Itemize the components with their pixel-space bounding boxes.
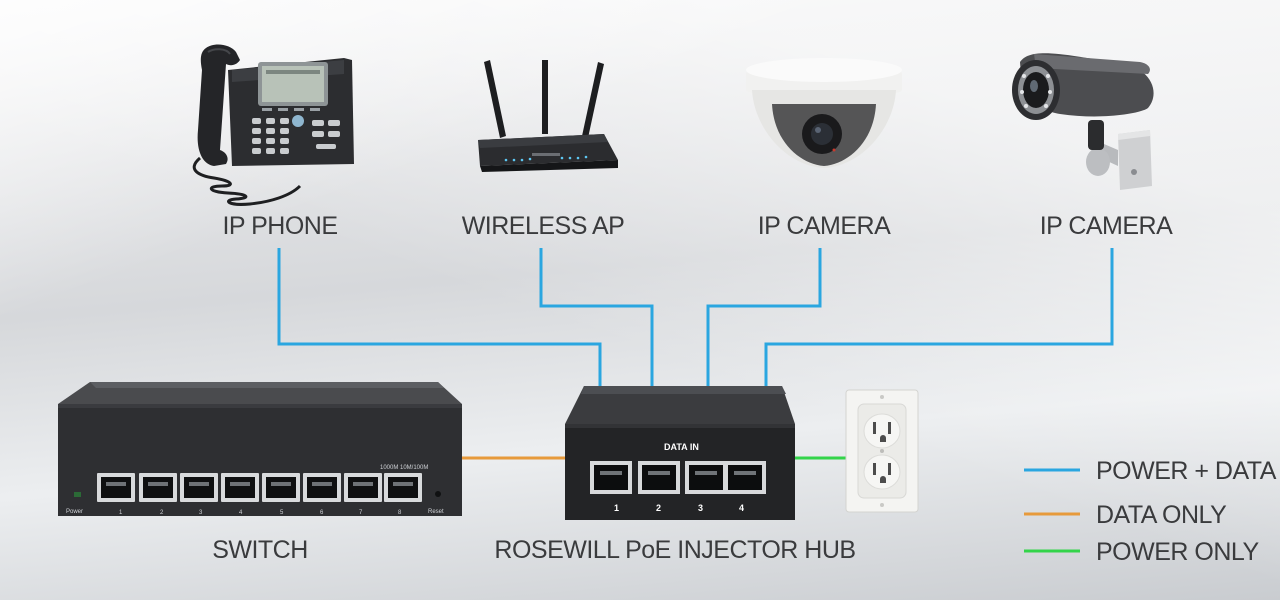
injector-label: ROSEWILL PoE INJECTOR HUB bbox=[494, 536, 855, 564]
ip-camera-dome-label: IP CAMERA bbox=[758, 212, 891, 240]
switch-speed-10100: 10M/100M bbox=[400, 465, 428, 471]
switch-port-number: 4 bbox=[239, 510, 243, 516]
injector-port-number: 1 bbox=[614, 503, 619, 513]
injector-port-number: 3 bbox=[698, 503, 703, 513]
ip-phone-icon bbox=[192, 44, 354, 206]
injector-port-numbers: 1 2 3 4 bbox=[614, 503, 744, 513]
injector-port-number: 4 bbox=[739, 503, 744, 513]
switch-port-number: 1 bbox=[119, 510, 123, 516]
switch-port-number: 5 bbox=[280, 510, 284, 516]
injector-data-in-text: DATA IN bbox=[664, 442, 699, 452]
wall-outlet-icon bbox=[845, 389, 919, 513]
dome-camera-icon bbox=[746, 58, 902, 168]
legend: POWER + DATA DATA ONLY POWER ONLY bbox=[1024, 457, 1277, 566]
wireless-ap-label: WIRELESS AP bbox=[462, 212, 625, 240]
legend-label-data-only: DATA ONLY bbox=[1096, 501, 1227, 529]
line-ip-phone bbox=[277, 248, 602, 386]
switch-reset-text: Reset bbox=[428, 509, 444, 515]
line-ip-camera-bullet bbox=[764, 248, 1114, 386]
bullet-camera-icon bbox=[1012, 53, 1154, 190]
switch-port-number: 2 bbox=[160, 510, 164, 516]
switch-port-number: 8 bbox=[398, 510, 402, 516]
wireless-ap-icon bbox=[478, 60, 618, 172]
line-wireless-ap bbox=[539, 248, 654, 386]
legend-label-power-data: POWER + DATA bbox=[1096, 457, 1277, 485]
switch-port-number: 7 bbox=[359, 510, 363, 516]
switch-port-numbers: 1 2 3 4 5 6 7 8 bbox=[119, 510, 402, 516]
switch-icon: Power Reset 1000M 10M/100M 1 2 3 4 5 6 7… bbox=[58, 382, 462, 516]
injector-port-number: 2 bbox=[656, 503, 661, 513]
switch-speed-1000: 1000M bbox=[380, 465, 398, 471]
ip-camera-bullet-label: IP CAMERA bbox=[1040, 212, 1173, 240]
poe-injector-icon: DATA IN 1 2 3 4 bbox=[565, 386, 795, 520]
switch-label: SWITCH bbox=[212, 536, 308, 564]
connection-lines bbox=[277, 248, 1114, 460]
legend-label-power-only: POWER ONLY bbox=[1096, 538, 1259, 566]
line-ip-camera-dome bbox=[706, 248, 822, 386]
switch-port-number: 3 bbox=[199, 510, 203, 516]
ip-phone-label: IP PHONE bbox=[222, 212, 337, 240]
switch-ports bbox=[97, 473, 422, 502]
switch-port-number: 6 bbox=[320, 510, 324, 516]
switch-power-text: Power bbox=[66, 509, 83, 515]
